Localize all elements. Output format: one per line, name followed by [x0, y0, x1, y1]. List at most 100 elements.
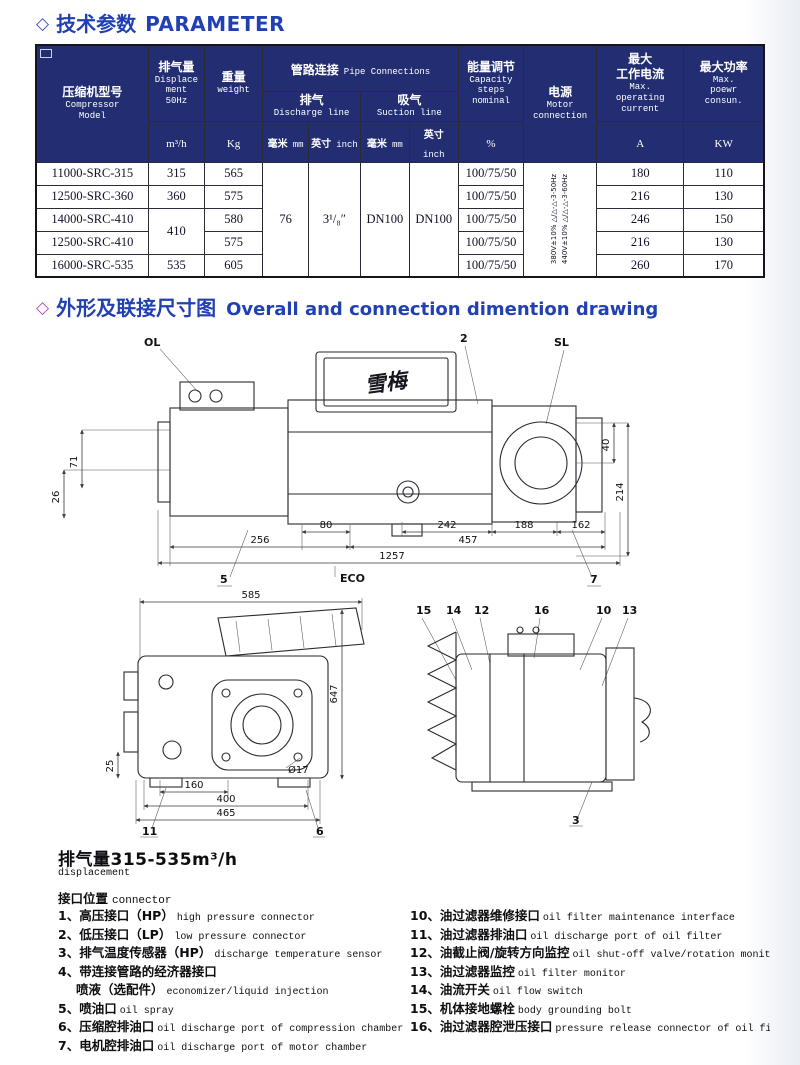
cell-current: 260	[596, 253, 685, 278]
dim-188: 188	[514, 520, 533, 531]
unit-weight: Kg	[203, 120, 264, 163]
list-item: 喷液（选配件）economizer/liquid injection	[58, 980, 410, 999]
diamond-icon: ◇	[36, 14, 50, 34]
cell-suction-inch: DN100	[408, 161, 459, 278]
motor-rotated-text: 380V±10% △/△-△-3-50Hz 440V±10% △/△-△-3-6…	[549, 163, 571, 275]
title2-en: Overall and connection dimention drawing	[226, 299, 659, 320]
dim-585: 585	[241, 590, 260, 601]
weight-header-zh: 重量	[221, 70, 246, 85]
item-en: discharge temperature sensor	[214, 950, 383, 961]
label-OL: OL	[144, 336, 160, 349]
callout-6: 6	[316, 825, 324, 838]
cell-model: 16000-SRC-535	[35, 253, 149, 278]
item-en: high pressure connector	[176, 913, 315, 924]
cell-capacity: 100/75/50	[457, 184, 525, 209]
label-ECO: ECO	[340, 572, 365, 585]
item-zh: 5、喷油口	[58, 1000, 117, 1016]
item-en: oil discharge port of oil filter	[530, 931, 723, 943]
item-zh: 2、低压接口（LP）	[58, 926, 172, 942]
col-header-displacement: 排气量 Displace ment 50Hz	[147, 44, 205, 122]
capacity-unit: %	[486, 138, 496, 150]
cell-displacement: 360	[147, 184, 205, 209]
cell-power: 130	[683, 230, 765, 255]
col-header-suction-line: 吸气 Suction line	[359, 90, 459, 122]
box-icon	[40, 49, 52, 58]
cell-capacity: 100/75/50	[457, 230, 525, 255]
cell-power: 130	[683, 184, 765, 209]
pipe-header-zh: 管路连接	[290, 62, 339, 77]
label-SL: SL	[554, 336, 569, 349]
cell-displacement-merged: 410	[147, 207, 205, 255]
disp-unit: m³/h	[166, 138, 187, 150]
dim-457: 457	[458, 535, 477, 546]
cell-weight: 605	[203, 253, 264, 278]
dim-40: 40	[601, 439, 612, 452]
header-row-units: m³/h Kg 毫米 mm 英寸 inch 毫米 mm 英寸 inch % A …	[36, 120, 765, 163]
item-zh: 6、压缩腔排油口	[58, 1019, 155, 1034]
cell-model: 12500-SRC-360	[35, 184, 149, 209]
discharge-header-zh: 排气	[299, 93, 324, 108]
dim-26: 26	[51, 491, 62, 504]
compressor-front-view: 585 647 25	[105, 590, 365, 838]
header-row-2: 排气 Discharge line 吸气 Suction line	[36, 90, 764, 122]
callout-13: 13	[622, 604, 637, 617]
parameter-table: 压缩机型号 Compressor Model 排气量 Displace ment…	[35, 44, 765, 278]
item-zh: 11、油过滤器排油口	[410, 926, 528, 942]
brand-logo: 雪梅	[363, 368, 412, 398]
connector-heading-zh: 接口位置	[58, 891, 109, 906]
model-header-zh: 压缩机型号	[62, 85, 123, 100]
discharge-header-en: Discharge line	[273, 108, 350, 119]
col-header-max-power: 最大功率 Max. poewr consun.	[683, 44, 765, 122]
item-zh: 10、油过滤器维修接口	[410, 908, 540, 923]
dim-214: 214	[615, 482, 626, 501]
item-zh: 1、高压接口（HP）	[58, 908, 174, 923]
suction-header-zh: 吸气	[397, 93, 422, 108]
cell-discharge-mm: 76	[262, 161, 309, 278]
callout-7: 7	[590, 573, 598, 586]
table-row: 11000-SRC-315 315 565 76 3¹/₈″ DN100 DN1…	[35, 161, 765, 278]
unit-displacement: m³/h	[147, 120, 205, 163]
current-header-en: Max. operating current	[615, 82, 665, 114]
dim-465: 465	[216, 808, 235, 819]
cell-displacement: 535	[147, 253, 205, 278]
connector-list-left: 1、高压接口（HP）high pressure connector 2、低压接口…	[58, 906, 410, 1054]
dim-1257: 1257	[379, 551, 404, 562]
callout-11: 11	[142, 825, 157, 838]
motor-header-en: Motor connection	[533, 100, 588, 122]
diamond-icon: ◇	[36, 298, 50, 318]
inch-zh: 英寸	[311, 139, 332, 150]
cell-capacity: 100/75/50	[457, 161, 525, 186]
item-zh: 15、机体接地螺栓	[410, 1000, 515, 1016]
header-row-1: 压缩机型号 Compressor Model 排气量 Displace ment…	[35, 44, 765, 163]
mm-zh: 毫米	[267, 139, 288, 150]
item-zh: 12、油截止阀/旋转方向监控	[410, 945, 570, 960]
item-en: low pressure connector	[174, 931, 307, 943]
dim-162: 162	[571, 520, 590, 531]
connector-heading-en: connector	[112, 895, 172, 907]
weight-header-en: weight	[217, 85, 250, 96]
cell-power: 170	[683, 253, 765, 278]
displacement-subheading: displacement	[58, 868, 131, 879]
table-row: 14000-SRC-410 410 580 100/75/50 246 150	[35, 207, 765, 255]
callout-10: 10	[596, 604, 612, 617]
dim-160: 160	[184, 780, 203, 791]
dim-647: 647	[329, 684, 340, 703]
cell-capacity: 100/75/50	[457, 253, 525, 278]
list-item: 3、排气温度传感器（HP）discharge temperature senso…	[58, 943, 410, 962]
callout-15: 15	[416, 604, 431, 617]
item-en: oil flow switch	[492, 987, 583, 998]
mm-zh: 毫米	[366, 139, 387, 150]
current-unit: A	[636, 138, 645, 150]
power-header-en: Max. poewr consun.	[704, 74, 743, 107]
